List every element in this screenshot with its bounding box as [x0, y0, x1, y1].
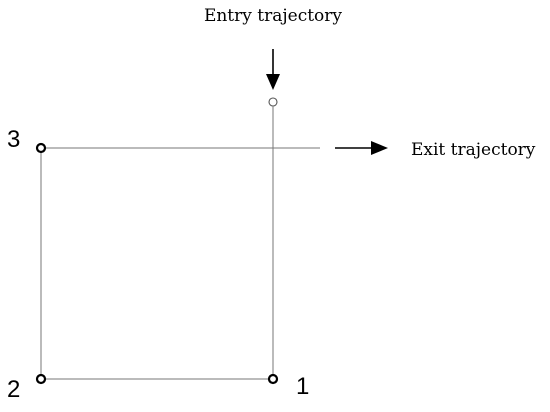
entry-arrow-head-icon: [266, 74, 280, 90]
waypoint-1-marker: [267, 373, 279, 385]
waypoint-3-label: 3: [7, 126, 20, 153]
waypoint-3-marker: [35, 142, 47, 154]
entry-trajectory-label: Entry trajectory: [204, 6, 342, 26]
exit-trajectory-label: Exit trajectory: [411, 140, 536, 160]
waypoint-2-marker: [35, 373, 47, 385]
waypoint-1-label: 1: [296, 373, 309, 400]
waypoint-2-label: 2: [7, 376, 20, 403]
exit-arrow-head-icon: [371, 141, 388, 155]
entry-start-marker: [268, 97, 278, 107]
